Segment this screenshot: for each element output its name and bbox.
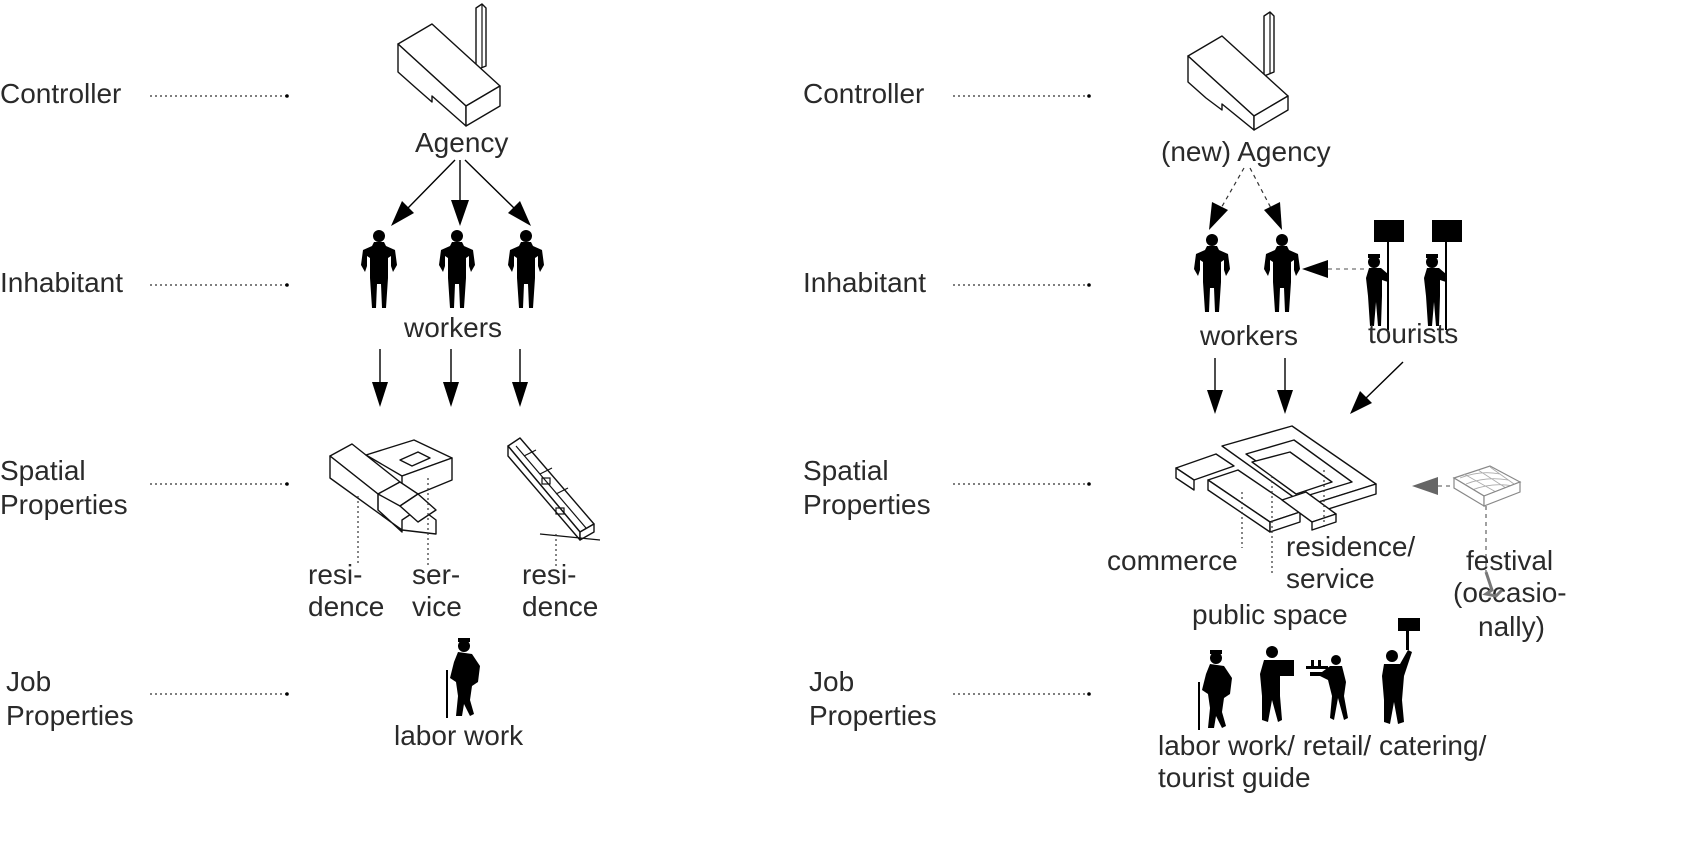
tourists-to-workers-arrow	[1302, 260, 1364, 278]
service-label: ser-	[412, 559, 460, 590]
agency-label: Agency	[415, 127, 508, 158]
row-label-job: Job	[809, 666, 854, 697]
left-panel: Controller Inhabitant Spatial Properties…	[0, 3, 601, 751]
worker-icon	[508, 230, 544, 308]
row-label-job-properties: Properties	[6, 700, 134, 731]
row-label-spatial: Spatial	[0, 455, 86, 486]
commerce-label: commerce	[1107, 545, 1238, 576]
residence-block-icon	[507, 437, 601, 541]
residence-service-label: residence/	[1286, 531, 1415, 562]
worker-icon	[439, 230, 475, 308]
festival-to-complex-arrow	[1412, 477, 1450, 495]
tourist-flag-icon	[1424, 220, 1462, 330]
row-label-properties: Properties	[803, 489, 931, 520]
row-label-job-properties: Properties	[809, 700, 937, 731]
residence-label: dence	[308, 591, 384, 622]
catering-waiter-icon	[1306, 655, 1348, 720]
agency-building-icon	[1187, 11, 1289, 131]
laborer-icon	[1198, 650, 1232, 730]
festival-tent-icon	[1452, 465, 1522, 508]
new-agency-label: (new) Agency	[1161, 136, 1331, 167]
right-panel: Controller Inhabitant Spatial Properties…	[803, 11, 1567, 793]
worker-icon	[1264, 234, 1300, 312]
row-label-properties: Properties	[0, 489, 128, 520]
row-label-inhabitant: Inhabitant	[0, 267, 123, 298]
laborer-icon	[446, 638, 480, 718]
residence-service-building-icon	[329, 439, 453, 535]
workers-label: workers	[403, 312, 502, 343]
row-label-controller: Controller	[803, 78, 924, 109]
residence-service-label: service	[1286, 563, 1375, 594]
workers-label: workers	[1199, 320, 1298, 351]
agency-to-workers-arrows	[391, 159, 531, 226]
row-label-inhabitant: Inhabitant	[803, 267, 926, 298]
festival-label: festival	[1466, 545, 1553, 576]
festival-performer-icon	[1482, 571, 1504, 598]
job-label: labor work/ retail/ catering/	[1158, 730, 1487, 761]
job-label: tourist guide	[1158, 762, 1311, 793]
worker-icon	[1194, 234, 1230, 312]
labor-work-label: labor work	[394, 720, 524, 751]
public-space-label: public space	[1192, 599, 1348, 630]
worker-icon	[361, 230, 397, 308]
workers-to-spaces-arrows	[372, 349, 528, 407]
agency-building-icon	[397, 3, 501, 127]
row-label-job: Job	[6, 666, 51, 697]
tourist-flag-icon	[1366, 220, 1404, 330]
residence-label: resi-	[522, 559, 576, 590]
residence-label: dence	[522, 591, 598, 622]
residence-label: resi-	[308, 559, 362, 590]
row-label-controller: Controller	[0, 78, 121, 109]
inhabitants-to-spaces-arrows	[1207, 358, 1404, 414]
tourists-label: tourists	[1368, 318, 1458, 349]
festival-label: nally)	[1478, 611, 1545, 642]
retail-worker-icon	[1260, 646, 1294, 722]
service-label: vice	[412, 591, 462, 622]
row-label-spatial: Spatial	[803, 455, 889, 486]
festival-label: (occasio-	[1453, 577, 1567, 608]
agency-to-workers-arrows	[1209, 167, 1282, 230]
courtyard-complex-icon	[1175, 425, 1377, 533]
tourist-guide-icon	[1382, 618, 1420, 724]
